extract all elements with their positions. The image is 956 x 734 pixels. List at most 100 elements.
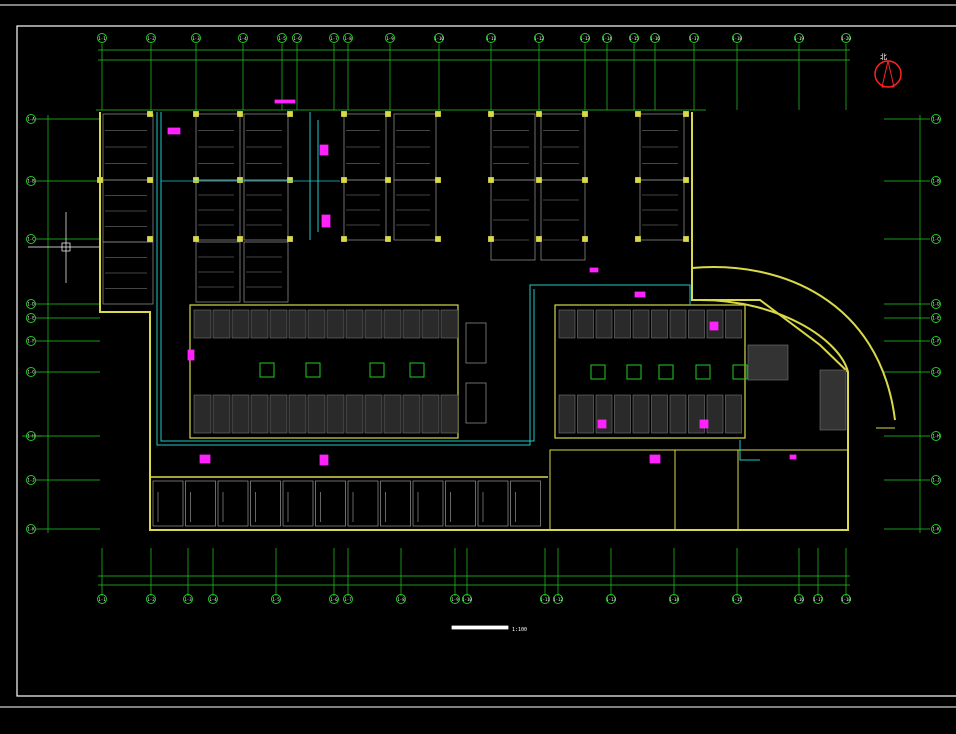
axis-label-right: 1-B [932, 179, 940, 184]
garage-unit [445, 480, 476, 527]
axis-bubble-right [931, 475, 941, 485]
unit-room [669, 309, 687, 339]
axis-label-right: 1-K [932, 527, 940, 532]
ramp-marker [465, 322, 487, 364]
axis-bubble-top [385, 33, 395, 43]
structural-column [635, 177, 641, 183]
axis-label-right: 1-C [932, 237, 940, 242]
axis-bubble-top [689, 33, 699, 43]
axis-label-right: 1-G [932, 370, 940, 375]
residential-block-west [189, 304, 459, 439]
garage-unit [412, 480, 444, 527]
annotation-tag [699, 419, 709, 429]
axis-label-top: 1-4 [239, 36, 247, 41]
annotation-tag [319, 144, 329, 156]
annotation-tag [199, 454, 211, 464]
annotation-tag [789, 454, 797, 460]
axis-label-right: 1-F [932, 339, 940, 344]
axis-bubble-top [486, 33, 496, 43]
axis-label-bottom: 1-11 [540, 597, 550, 602]
structural-column [193, 236, 199, 242]
pipe-main [156, 112, 691, 446]
unit-room [269, 394, 288, 434]
unit-room [558, 394, 576, 434]
axis-label-bottom: 1-1 [98, 597, 106, 602]
unit-room [269, 309, 288, 339]
axis-label-left: 1-K [27, 527, 35, 532]
structural-column [582, 177, 588, 183]
unit-room [231, 394, 250, 434]
garage-unit [510, 480, 541, 527]
axis-bubble-bottom [183, 594, 193, 604]
parking-bay-block [243, 241, 289, 303]
unit-room [651, 394, 668, 434]
axis-bubble-left [26, 176, 36, 186]
axis-bubble-bottom [97, 594, 107, 604]
unit-room [307, 309, 326, 339]
axis-bubble-left [26, 336, 36, 346]
axis-bubble-top [434, 33, 444, 43]
annotation-tag [167, 127, 181, 135]
axis-label-bottom: 1-8 [397, 597, 405, 602]
shaft-green [305, 362, 321, 378]
axis-bubble-bottom [450, 594, 460, 604]
axis-label-right: 1-E [932, 316, 940, 321]
axis-bubble-right [931, 299, 941, 309]
ramp-inner-curve [699, 299, 849, 373]
axis-bubble-top [191, 33, 201, 43]
unit-room [669, 394, 687, 434]
axis-label-top: 1-14 [602, 36, 612, 41]
axis-label-bottom: 1-5 [272, 597, 280, 602]
unit-room [364, 394, 383, 434]
unit-room [688, 309, 705, 339]
axis-bubble-top [794, 33, 804, 43]
axis-bubble-right [931, 524, 941, 534]
unit-room [383, 309, 402, 339]
unit-room [421, 309, 440, 339]
unit-room [706, 394, 724, 434]
structural-column [287, 177, 293, 183]
axis-bubble-left [26, 234, 36, 244]
axis-label-top: 1-8 [344, 36, 352, 41]
annotation-tag [709, 321, 719, 331]
structural-column [536, 111, 542, 117]
axis-label-left: 1-D [27, 302, 35, 307]
axis-bubble-bottom [540, 594, 550, 604]
structural-column [536, 177, 542, 183]
structural-column [147, 177, 153, 183]
garage-unit [185, 480, 216, 527]
annotation-tag [321, 214, 331, 228]
structural-column [341, 177, 347, 183]
axis-label-bottom: 1-6 [330, 597, 338, 602]
unit-room [345, 309, 364, 339]
structural-column [635, 236, 641, 242]
parking-bay-block [102, 241, 154, 305]
axis-bubble-top [602, 33, 612, 43]
axis-bubble-bottom [841, 594, 851, 604]
axis-bubble-top [146, 33, 156, 43]
axis-bubble-bottom [794, 594, 804, 604]
axis-label-top: 1-7 [330, 36, 338, 41]
axis-bubble-left [26, 313, 36, 323]
garage-unit [250, 480, 281, 527]
axis-label-bottom: 1-10 [462, 597, 472, 602]
structural-column [683, 177, 689, 183]
garage-unit [282, 480, 314, 527]
unit-room [595, 309, 613, 339]
parking-bay-block [195, 241, 241, 303]
axis-bubble-bottom [813, 594, 823, 604]
structural-column [97, 177, 103, 183]
axis-bubble-top [238, 33, 248, 43]
axis-label-bottom: 1-2 [147, 597, 155, 602]
shaft-green [695, 364, 711, 380]
unit-room [288, 394, 307, 434]
parking-bay-block [639, 179, 685, 241]
unit-room [364, 309, 383, 339]
axis-label-top: 1-18 [732, 36, 742, 41]
structural-column [385, 236, 391, 242]
axis-label-bottom: 1-18 [841, 597, 851, 602]
axis-label-right: 1-D [932, 302, 940, 307]
structural-column [488, 177, 494, 183]
south-room-2 [674, 449, 739, 531]
